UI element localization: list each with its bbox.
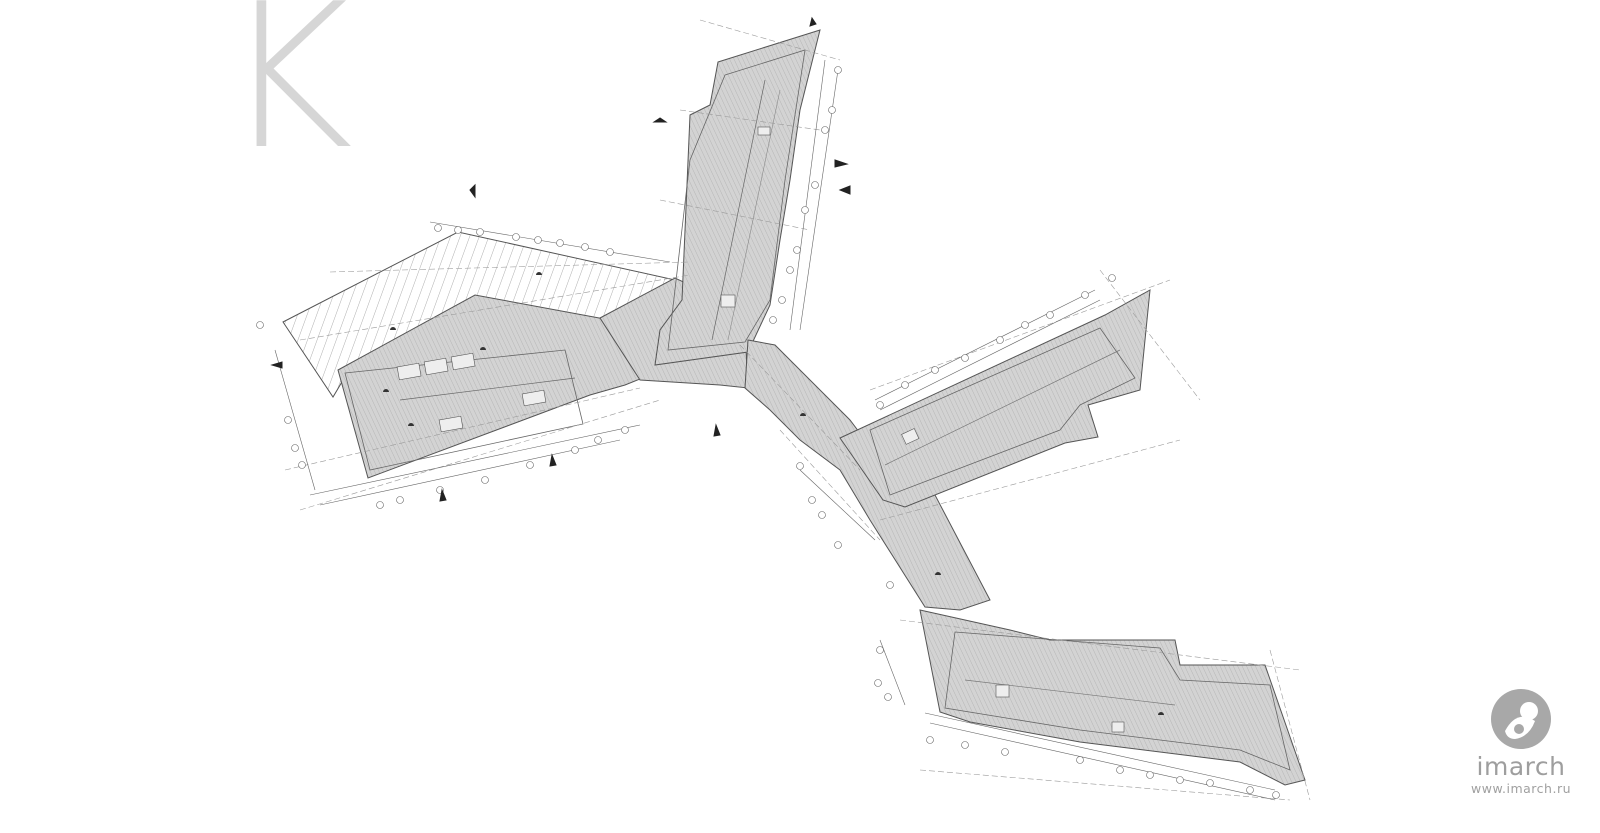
southeast-wing-ridge — [964, 679, 1176, 706]
southeast-wing — [919, 609, 1306, 786]
section-flag-icon — [549, 453, 557, 467]
sheet-letter: K — [222, 0, 354, 194]
drain-icon — [480, 347, 486, 350]
skylight — [396, 362, 422, 381]
roof-hatch — [901, 428, 920, 445]
east-wing-ridge — [884, 349, 1121, 466]
section-flag-icon — [270, 361, 283, 369]
drain-icon — [408, 423, 414, 426]
left-wing-ridge — [399, 377, 576, 401]
brand-url[interactable]: www.imarch.ru — [1471, 781, 1571, 796]
section-flag-icon — [469, 183, 476, 199]
north-wing-roof — [654, 29, 821, 366]
axis-markers — [256, 66, 1280, 799]
roof-hatch — [1111, 721, 1125, 733]
skylight — [450, 352, 476, 371]
section-flag-icon — [838, 185, 851, 195]
east-wing — [839, 289, 1151, 508]
imarch-logo-icon — [1489, 687, 1553, 751]
drain-icon — [536, 272, 542, 275]
roof-hatch — [995, 684, 1010, 698]
axis-grid — [284, 19, 1311, 801]
skylight — [423, 357, 449, 376]
east-wing-roof — [839, 289, 1151, 508]
dimension-lines — [274, 59, 1276, 801]
roof-hatch — [720, 294, 736, 308]
brand-name: imarch — [1476, 752, 1566, 781]
section-markers — [270, 16, 851, 502]
east-wing-inner — [869, 327, 1136, 496]
section-flag-icon — [652, 117, 668, 123]
left-wing-roof-inner — [344, 349, 584, 471]
southeast-wing-inner — [944, 631, 1291, 771]
drain-icon — [800, 413, 806, 416]
roof-hatch — [757, 126, 771, 136]
north-wing — [654, 29, 821, 366]
north-wing-inner — [667, 49, 806, 351]
left-wing — [282, 231, 676, 479]
brand-watermark: imarch www.imarch.ru — [1456, 687, 1586, 797]
drain-icon — [383, 389, 389, 392]
drain-icon — [935, 572, 941, 575]
skylight — [438, 415, 464, 433]
drain-symbols — [383, 272, 1164, 715]
drain-icon — [1158, 712, 1164, 715]
section-flag-icon — [713, 423, 721, 437]
section-flag-icon — [834, 159, 849, 168]
section-flag-icon — [809, 16, 817, 27]
drain-icon — [390, 327, 396, 330]
north-wing-ridge-2 — [727, 89, 781, 341]
skylight — [521, 389, 547, 407]
section-flag-icon — [439, 488, 447, 502]
